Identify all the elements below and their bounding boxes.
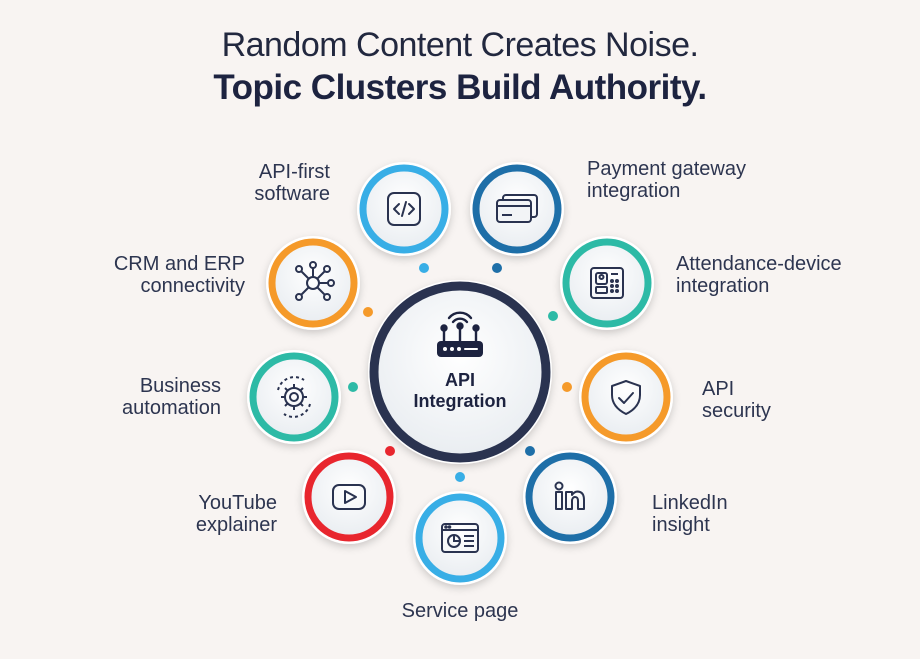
network-hub-icon <box>295 261 335 301</box>
node-linkedin-insight <box>523 450 617 544</box>
attendance-device-icon <box>590 267 624 299</box>
label-security-line-2: security <box>702 400 771 422</box>
label-attendance-device: Attendance-device integration <box>676 253 886 297</box>
label-youtube-line-2: explainer <box>195 514 277 536</box>
label-crm-line-2: connectivity <box>140 275 246 297</box>
node-crm-erp <box>266 236 360 330</box>
dot-blue-top <box>419 263 429 273</box>
label-payment-line-1: Payment gateway <box>587 158 746 180</box>
shield-check-icon <box>611 380 641 415</box>
hub-label: API Integration <box>380 370 540 412</box>
label-business-automation: Business automation <box>90 375 221 419</box>
label-business-line-2: automation <box>122 397 221 419</box>
label-payment-gateway: Payment gateway integration <box>587 158 787 202</box>
label-service-page: Service page <box>360 600 560 622</box>
node-payment-gateway <box>470 162 564 256</box>
code-window-icon <box>387 192 421 226</box>
hub-label-line-1: API <box>444 370 475 390</box>
title-line-2: Topic Clusters Build Authority. <box>213 68 707 107</box>
label-youtube-line-1: YouTube <box>198 492 277 514</box>
web-page-icon <box>441 523 479 553</box>
label-linkedin-line-2: insight <box>652 514 710 536</box>
dot-blue-bottom <box>455 472 465 482</box>
node-api-first-software <box>357 162 451 256</box>
label-linkedin-insight: LinkedIn insight <box>652 492 772 536</box>
label-api-first-line-2: software <box>254 183 330 205</box>
label-api-security: API security <box>702 378 822 422</box>
label-security-line-1: API <box>702 378 735 400</box>
dot-orange-right <box>562 382 572 392</box>
label-payment-line-2: integration <box>587 180 681 202</box>
dot-red <box>385 446 395 456</box>
label-service-line-1: Service page <box>401 600 519 622</box>
hub-label-line-2: Integration <box>413 391 507 411</box>
node-api-security <box>579 350 673 444</box>
label-crm-erp: CRM and ERP connectivity <box>80 253 245 297</box>
label-crm-line-1: CRM and ERP <box>113 253 245 275</box>
label-attendance-line-1: Attendance-device <box>676 253 842 275</box>
label-business-line-1: Business <box>139 375 221 397</box>
router-signal-icon <box>437 311 483 357</box>
dot-teal-left <box>348 382 358 392</box>
credit-card-icon <box>496 194 538 223</box>
node-attendance-device <box>560 236 654 330</box>
connector-dots <box>348 263 572 482</box>
node-youtube-explainer <box>302 450 396 544</box>
dot-navy-top <box>492 263 502 273</box>
play-button-icon <box>332 484 366 510</box>
linkedin-icon <box>554 481 585 510</box>
label-api-first-line-1: API-first <box>258 161 330 183</box>
node-service-page <box>413 491 507 585</box>
title-line-1: Random Content Creates Noise. <box>221 26 699 64</box>
node-business-automation <box>247 350 341 444</box>
hub-node <box>368 280 552 464</box>
label-attendance-line-2: integration <box>676 275 770 297</box>
dot-orange-left <box>363 307 373 317</box>
dot-navy-bottom <box>525 446 535 456</box>
dot-teal-right <box>548 311 558 321</box>
gear-cycle-icon <box>277 376 311 418</box>
label-api-first-software: API-first software <box>200 161 330 205</box>
label-linkedin-line-1: LinkedIn <box>652 492 728 514</box>
label-youtube-explainer: YouTube explainer <box>150 492 277 536</box>
